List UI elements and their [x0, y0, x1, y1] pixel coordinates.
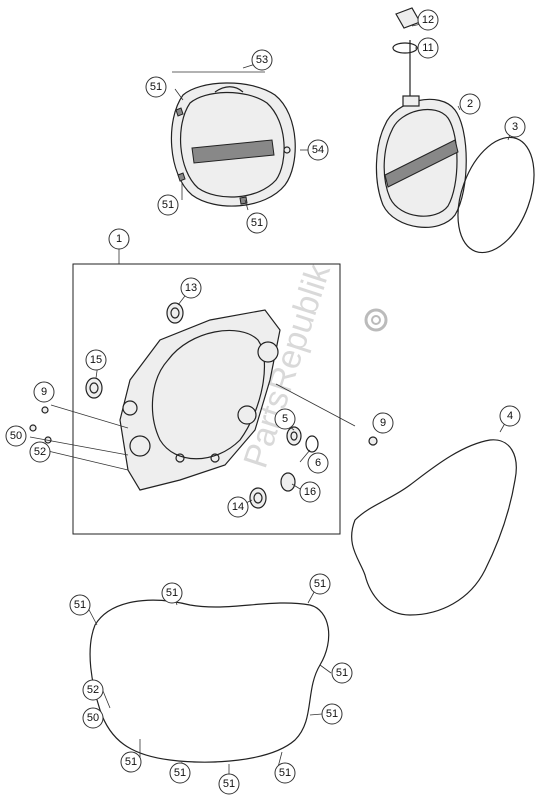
- callout-9-left: 9: [33, 381, 55, 403]
- callout-11: 11: [417, 37, 439, 59]
- callout-6: 6: [307, 452, 329, 474]
- svg-text:51: 51: [251, 217, 263, 229]
- callout-3: 3: [504, 116, 526, 138]
- svg-text:9: 9: [41, 386, 47, 398]
- callout-51-c: 51: [246, 212, 268, 234]
- svg-text:3: 3: [512, 121, 518, 133]
- callout-53: 53: [251, 49, 273, 71]
- ring-6: [305, 435, 319, 453]
- svg-text:51: 51: [125, 756, 137, 768]
- svg-text:51: 51: [74, 599, 86, 611]
- svg-text:52: 52: [34, 446, 46, 458]
- part-group-frame: [72, 263, 341, 535]
- svg-text:51: 51: [326, 708, 338, 720]
- svg-text:5: 5: [282, 413, 288, 425]
- callout-51-e: 51: [161, 582, 183, 604]
- gear-watermark-icon: [364, 308, 388, 332]
- callout-9-right: 9: [372, 412, 394, 434]
- svg-text:12: 12: [422, 14, 434, 26]
- callout-14: 14: [227, 496, 249, 518]
- callout-1: 1: [108, 228, 130, 250]
- svg-text:15: 15: [90, 354, 102, 366]
- callout-51-k: 51: [218, 773, 240, 795]
- seal-14: [249, 487, 267, 509]
- svg-text:51: 51: [279, 767, 291, 779]
- inner-clutch-cover: [375, 7, 467, 228]
- ring-5: [286, 426, 302, 446]
- svg-text:4: 4: [507, 410, 513, 422]
- callout-51-j: 51: [169, 762, 191, 784]
- svg-text:51: 51: [166, 587, 178, 599]
- callout-51-a: 51: [145, 76, 167, 98]
- callout-51-d: 51: [69, 594, 91, 616]
- callout-12: 12: [417, 9, 439, 31]
- callout-51-b: 51: [157, 194, 179, 216]
- gasket-4: [351, 439, 517, 616]
- seal-13: [166, 302, 184, 324]
- svg-text:13: 13: [185, 282, 197, 294]
- callout-16: 16: [299, 481, 321, 503]
- svg-text:9: 9: [380, 417, 386, 429]
- callout-50-lower: 50: [82, 707, 104, 729]
- svg-text:14: 14: [232, 501, 244, 513]
- svg-text:51: 51: [314, 578, 326, 590]
- svg-text:16: 16: [304, 486, 316, 498]
- gasket-large: [89, 599, 330, 763]
- svg-text:51: 51: [223, 778, 235, 790]
- svg-text:51: 51: [336, 667, 348, 679]
- svg-text:51: 51: [150, 81, 162, 93]
- svg-text:50: 50: [10, 430, 22, 442]
- callout-51-i: 51: [120, 751, 142, 773]
- callout-5: 5: [274, 408, 296, 430]
- svg-text:51: 51: [174, 767, 186, 779]
- callout-51-h: 51: [321, 703, 343, 725]
- callout-52-lower: 52: [82, 679, 104, 701]
- bolt-9-right: [368, 436, 378, 446]
- seal-15: [85, 377, 103, 399]
- svg-text:6: 6: [315, 457, 321, 469]
- svg-text:52: 52: [87, 684, 99, 696]
- callout-13: 13: [180, 277, 202, 299]
- svg-text:2: 2: [467, 98, 473, 110]
- callout-51-l: 51: [274, 762, 296, 784]
- callout-2: 2: [459, 93, 481, 115]
- svg-text:50: 50: [87, 712, 99, 724]
- callout-50-upper: 50: [5, 425, 27, 447]
- svg-text:1: 1: [116, 233, 122, 245]
- svg-text:51: 51: [162, 199, 174, 211]
- o-ring-3: [457, 136, 535, 254]
- callout-54: 54: [307, 139, 329, 161]
- ring-16: [280, 472, 296, 492]
- outer-clutch-cover: [170, 82, 296, 207]
- callout-4: 4: [499, 405, 521, 427]
- svg-text:53: 53: [256, 54, 268, 66]
- callout-15: 15: [85, 349, 107, 371]
- callout-52-upper: 52: [29, 441, 51, 463]
- clutch-cover-main: [119, 309, 281, 491]
- svg-text:11: 11: [422, 42, 433, 54]
- callout-51-g: 51: [331, 662, 353, 684]
- callout-51-f: 51: [309, 573, 331, 595]
- svg-text:54: 54: [312, 144, 324, 156]
